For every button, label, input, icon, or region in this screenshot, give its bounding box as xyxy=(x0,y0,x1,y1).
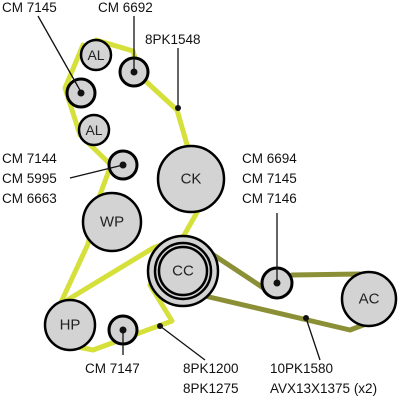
label-right-group-1: CM 6694 xyxy=(242,151,297,166)
label-belt-ac-2: AVX13X1375 (x2) xyxy=(270,381,377,396)
label-bottom-left: CM 7147 xyxy=(85,361,140,376)
leader-belt-ac xyxy=(305,317,321,361)
leader-belt-main-bottom xyxy=(159,325,206,361)
idler-pulley-cm7145-top xyxy=(65,77,97,109)
al-mid-label: AL xyxy=(85,122,102,138)
wp-pulley: WP xyxy=(81,191,143,253)
ck-pulley: CK xyxy=(156,144,226,214)
label-right-group-3: CM 7146 xyxy=(242,191,297,206)
marker-belt-main-bottom xyxy=(157,323,163,329)
label-right-group-2: CM 7145 xyxy=(242,171,297,186)
hp-label: HP xyxy=(60,317,81,334)
cc-pulley: CC xyxy=(146,234,220,308)
label-left-group-3: CM 6663 xyxy=(2,191,57,206)
al-top-pulley: AL xyxy=(79,38,113,72)
label-belt-ac-1: 10PK1580 xyxy=(270,361,333,376)
label-belt-main-bottom-1: 8PK1200 xyxy=(183,361,239,376)
marker-belt-ac xyxy=(303,315,309,321)
ac-label: AC xyxy=(359,291,380,308)
label-top-mid: CM 6692 xyxy=(98,0,153,15)
ck-label: CK xyxy=(181,171,202,188)
wp-label: WP xyxy=(100,214,124,231)
label-left-group-2: CM 5995 xyxy=(2,171,57,186)
label-belt-main-top: 8PK1548 xyxy=(145,32,201,47)
ac-pulley: AC xyxy=(340,270,398,328)
hp-pulley: HP xyxy=(43,298,97,352)
marker-belt-main-top xyxy=(175,105,181,111)
leader-left-group xyxy=(69,164,124,179)
label-belt-main-bottom-2: 8PK1275 xyxy=(183,381,239,396)
al-top-label: AL xyxy=(87,47,104,63)
cc-label: CC xyxy=(172,263,194,280)
label-top-left: CM 7145 xyxy=(2,0,57,15)
label-left-group-1: CM 7144 xyxy=(2,151,57,166)
al-mid-pulley: AL xyxy=(77,113,111,147)
leader-top-left xyxy=(37,15,82,93)
